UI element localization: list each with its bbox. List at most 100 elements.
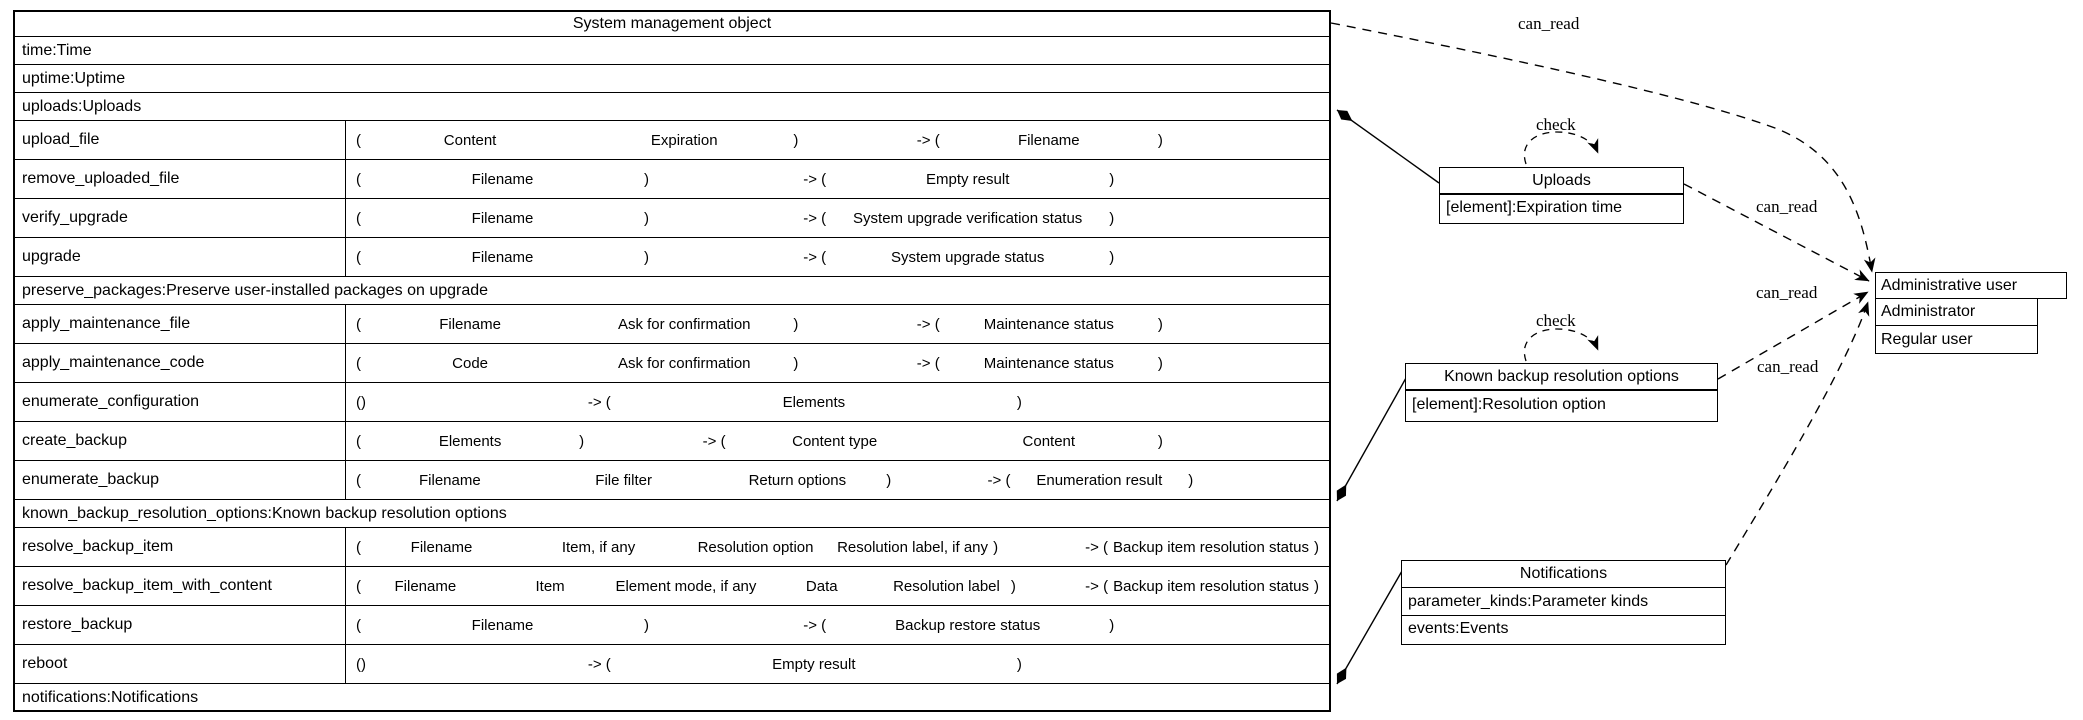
parameter: Filename [471, 248, 534, 266]
table-title: System management object [572, 15, 772, 32]
close-paren: ) [1109, 209, 1115, 227]
attribute-row-uptime: uptime:Uptime [15, 64, 1329, 92]
empty-parens: () [356, 393, 366, 411]
method-name: create_backup [15, 422, 346, 460]
method-name: apply_maintenance_file [15, 305, 346, 343]
method-signature: ( Code Ask for confirmation ) -> ( Maint… [346, 344, 1329, 382]
arrow-to: -> ( [916, 354, 940, 372]
method-name: restore_backup [15, 606, 346, 644]
edge-known-can-read [1717, 291, 1869, 380]
arrow-to: -> ( [1085, 577, 1109, 595]
open-paren: ( [356, 209, 361, 227]
arrow-to: -> ( [803, 209, 827, 227]
attribute-row-preserve-packages: preserve_packages:Preserve user-installe… [15, 276, 1329, 304]
result: Content [1022, 432, 1076, 450]
method-signature: ( Filename Item Element mode, if any Dat… [346, 567, 1329, 605]
edge-label-can-read: can_read [1756, 283, 1818, 302]
method-name: upgrade [15, 238, 346, 276]
method-row-remove-uploaded-file: remove_uploaded_file ( Filename ) -> ( E… [15, 159, 1329, 198]
open-paren: ( [356, 131, 361, 149]
close-paren: ) [1109, 616, 1115, 634]
result: Enumeration result [1036, 471, 1163, 489]
uploads-box: Uploads [element]:Expiration time [1439, 167, 1684, 224]
close-paren: ) [1188, 471, 1194, 489]
result: System upgrade verification status [853, 209, 1083, 227]
method-row-apply-maintenance-file: apply_maintenance_file ( Filename Ask fo… [15, 304, 1329, 343]
composition-edges [1336, 109, 1440, 685]
known-backup-resolution-options-box: Known backup resolution options [element… [1405, 363, 1718, 422]
close-paren: ) [886, 471, 892, 489]
result: Backup item resolution status [1113, 538, 1309, 556]
close-paren: ) [644, 616, 650, 634]
edge-notifications-can-read [1725, 301, 1870, 566]
close-paren: ) [793, 131, 799, 149]
parameter: Item, if any [561, 538, 636, 556]
method-name: verify_upgrade [15, 199, 346, 237]
system-management-object-table: System management object time:Time uptim… [13, 10, 1331, 712]
arrow-to: -> ( [987, 471, 1011, 489]
parameter: Expiration [650, 131, 718, 149]
method-signature: () -> ( Elements ) [346, 383, 1329, 421]
method-row-reboot: reboot () -> ( Empty result ) [15, 644, 1329, 683]
close-paren: ) [1010, 577, 1016, 595]
open-paren: ( [356, 432, 361, 450]
method-row-restore-backup: restore_backup ( Filename ) -> ( Backup … [15, 605, 1329, 644]
result: Empty result [926, 170, 1010, 188]
parameter: Ask for confirmation [617, 315, 751, 333]
edge-uploads-check [1523, 131, 1599, 165]
result: Elements [782, 393, 846, 411]
parameter: Elements [438, 432, 502, 450]
method-row-enumerate-configuration: enumerate_configuration () -> ( Elements… [15, 382, 1329, 421]
open-paren: ( [356, 577, 361, 595]
close-paren: ) [644, 248, 650, 266]
administrative-user-value: Regular user [1875, 325, 2038, 354]
method-row-upgrade: upgrade ( Filename ) -> ( System upgrade… [15, 237, 1329, 276]
edge-known-backup-composition [1336, 377, 1407, 502]
attribute-row-uploads: uploads:Uploads [15, 92, 1329, 120]
parameter: Data [805, 577, 838, 595]
notifications-box: Notifications parameter_kinds:Parameter … [1401, 560, 1726, 645]
method-signature: ( Filename ) -> ( System upgrade verific… [346, 199, 1329, 237]
result: Maintenance status [983, 354, 1114, 372]
method-name: enumerate_backup [15, 461, 346, 499]
parameter: Resolution label, if any [837, 538, 989, 556]
result: Backup restore status [895, 616, 1041, 634]
open-paren: ( [356, 354, 361, 372]
close-paren: ) [1157, 131, 1163, 149]
arrow-to: -> ( [803, 170, 827, 188]
open-paren: ( [356, 315, 361, 333]
result: Backup item resolution status [1113, 577, 1309, 595]
can-read-edges [1330, 22, 1876, 566]
edge-label-check: check [1536, 115, 1576, 134]
arrow-to: -> ( [702, 432, 726, 450]
uploads-box-attribute: [element]:Expiration time [1446, 199, 1623, 216]
parameter: Filename [471, 616, 534, 634]
close-paren: ) [793, 354, 799, 372]
edge-label-check: check [1536, 311, 1576, 330]
arrow-to: -> ( [803, 616, 827, 634]
result: Content type [792, 432, 878, 450]
close-paren: ) [1016, 393, 1022, 411]
method-name: resolve_backup_item_with_content [15, 567, 346, 605]
method-row-resolve-backup-item-with-content: resolve_backup_item_with_content ( Filen… [15, 566, 1329, 605]
method-signature: ( Filename ) -> ( Backup restore status … [346, 606, 1329, 644]
method-row-enumerate-backup: enumerate_backup ( Filename File filter … [15, 460, 1329, 499]
parameter: Filename [410, 538, 473, 556]
close-paren: ) [1157, 354, 1163, 372]
close-paren: ) [1157, 315, 1163, 333]
method-name: enumerate_configuration [15, 383, 346, 421]
parameter: Filename [439, 315, 501, 333]
method-row-upload-file: upload_file ( Content Expiration ) -> ( … [15, 120, 1329, 159]
method-signature: ( Filename Ask for confirmation ) -> ( M… [346, 305, 1329, 343]
close-paren: ) [644, 170, 650, 188]
method-name: resolve_backup_item [15, 528, 346, 566]
close-paren: ) [579, 432, 585, 450]
close-paren: ) [1314, 577, 1319, 595]
open-paren: ( [356, 538, 361, 556]
edge-label-can-read: can_read [1518, 14, 1580, 33]
close-paren: ) [993, 538, 999, 556]
open-paren: ( [356, 248, 361, 266]
notifications-box-title: Notifications [1402, 561, 1725, 588]
method-signature: ( Content Expiration ) -> ( Filename ) [346, 121, 1329, 159]
